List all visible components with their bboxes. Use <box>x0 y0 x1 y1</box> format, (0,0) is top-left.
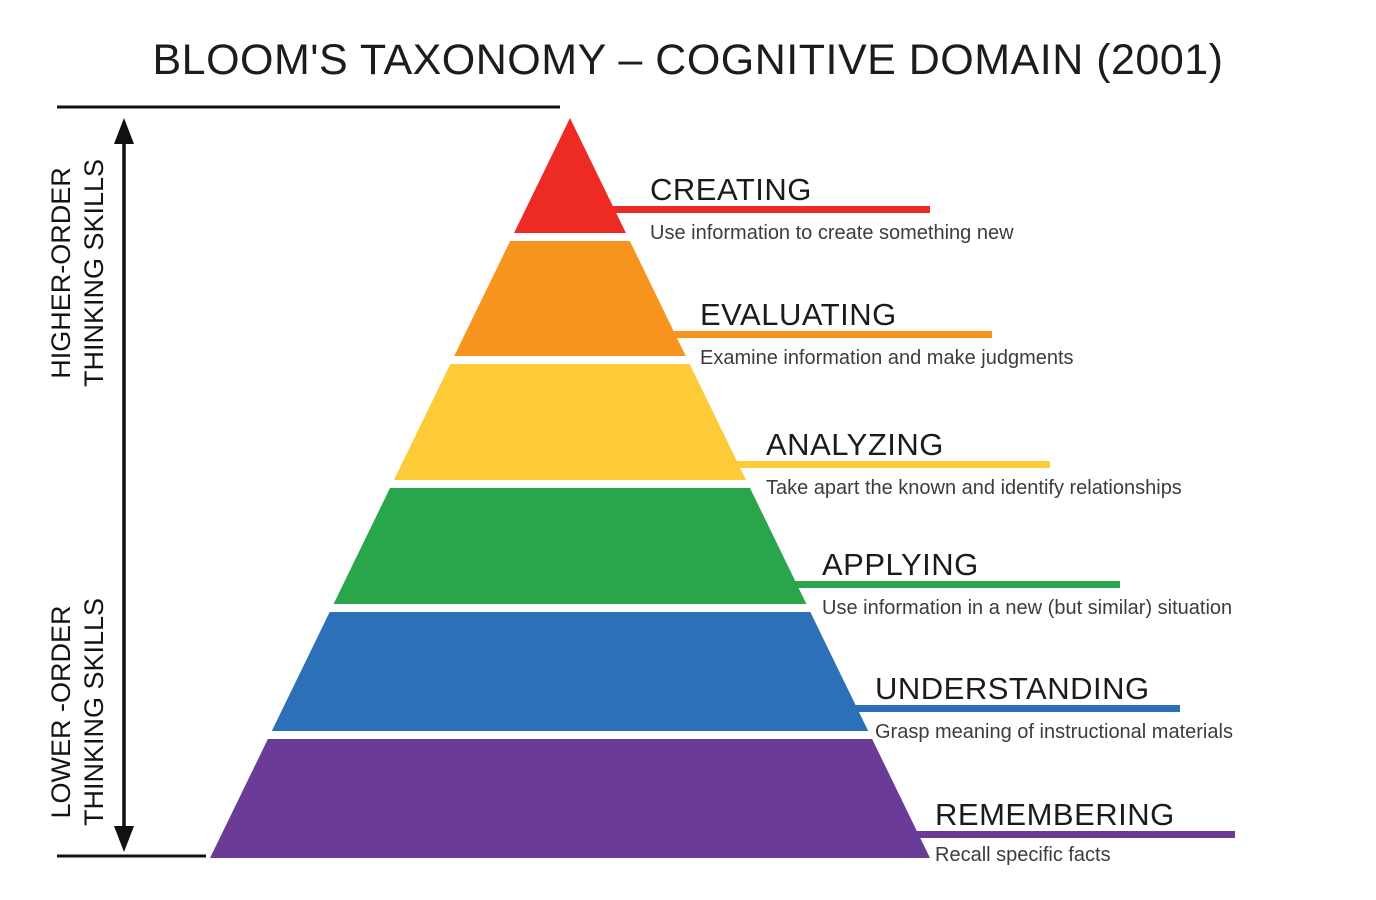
pyramid-tier-analyzing <box>393 364 747 480</box>
pyramid-tier-understanding <box>271 612 869 731</box>
level-description-remembering: Recall specific facts <box>935 844 1111 866</box>
pyramid-tier-applying <box>333 488 807 604</box>
level-title-understanding: UNDERSTANDING <box>875 671 1150 706</box>
level-title-analyzing: ANALYZING <box>766 427 944 462</box>
level-underline-evaluating <box>672 331 992 338</box>
diagram-title: BLOOM'S TAXONOMY – COGNITIVE DOMAIN (200… <box>152 36 1224 84</box>
level-description-analyzing: Take apart the known and identify relati… <box>766 477 1182 499</box>
pyramid-tier-creating <box>514 118 626 233</box>
level-description-creating: Use information to create something new <box>650 222 1014 244</box>
level-title-remembering: REMEMBERING <box>935 797 1175 832</box>
arrow-down-icon <box>114 826 134 852</box>
level-underline-creating <box>612 206 930 213</box>
level-underline-understanding <box>850 705 1180 712</box>
level-underline-applying <box>792 581 1120 588</box>
level-description-evaluating: Examine information and make judgments <box>700 347 1074 369</box>
level-underline-analyzing <box>735 461 1050 468</box>
level-title-applying: APPLYING <box>822 547 979 582</box>
pyramid-tier-remembering <box>210 739 930 858</box>
level-underline-remembering <box>908 831 1235 838</box>
pyramid-tier-evaluating <box>454 241 686 356</box>
level-title-evaluating: EVALUATING <box>700 297 897 332</box>
level-description-understanding: Grasp meaning of instructional materials <box>875 721 1233 743</box>
arrow-up-icon <box>114 118 134 144</box>
level-title-creating: CREATING <box>650 172 812 207</box>
level-description-applying: Use information in a new (but similar) s… <box>822 597 1233 619</box>
